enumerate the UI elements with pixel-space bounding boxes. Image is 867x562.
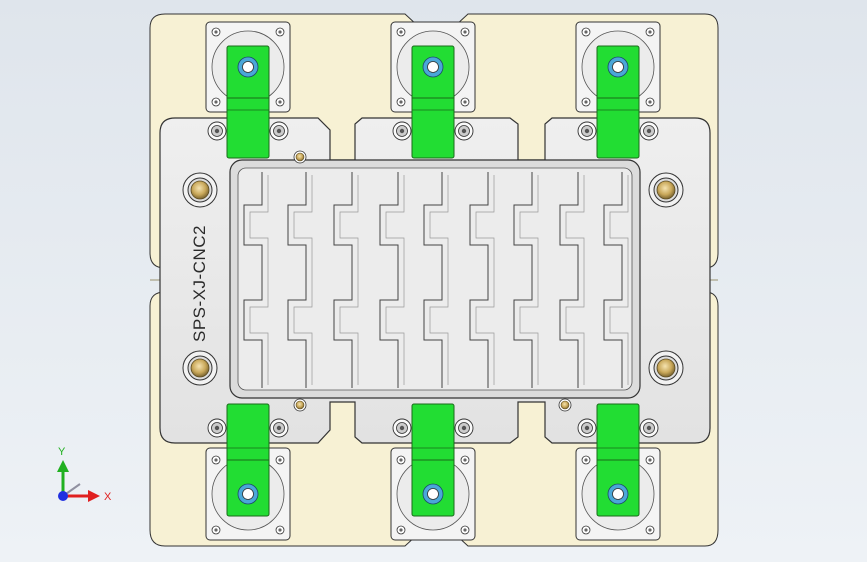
screw-socket [214, 128, 220, 134]
dowel-pin [295, 152, 305, 162]
screw-socket [276, 128, 282, 134]
clamp-arm [226, 45, 270, 159]
comb-profile-inner [429, 175, 449, 385]
clamp-bolt [427, 61, 439, 73]
comb-profile [333, 172, 353, 388]
comb-profile [513, 172, 533, 388]
mount-hole-core [399, 528, 403, 532]
screw-socket [584, 425, 590, 431]
clamp-bolt [242, 61, 254, 73]
part-engraving: SPS-XJ-CNC2 [190, 225, 209, 342]
mount-hole-core [214, 458, 218, 462]
clamp-bolt [427, 488, 439, 500]
comb-profile [243, 172, 263, 388]
clamp-bolt [612, 61, 624, 73]
dowel-pin [295, 400, 305, 410]
mount-hole-core [648, 458, 652, 462]
locating-pin-icon [190, 180, 210, 200]
mount-hole-core [584, 458, 588, 462]
comb-profiles [243, 172, 629, 388]
mount-hole-core [278, 528, 282, 532]
comb-profile-inner [475, 175, 495, 385]
mount-hole-core [584, 528, 588, 532]
comb-profile [379, 172, 399, 388]
locating-pin-icon [190, 358, 210, 378]
swing-clamp-icon [390, 403, 476, 541]
screw-socket [214, 425, 220, 431]
mount-hole-core [278, 458, 282, 462]
part-cavity [229, 159, 641, 399]
mount-hole-core [463, 528, 467, 532]
comb-profile-inner [519, 175, 539, 385]
y-axis-label: Y [58, 446, 66, 458]
swing-clamp-icon [575, 21, 661, 159]
mount-hole-core [399, 458, 403, 462]
comb-profile [287, 172, 307, 388]
comb-profile-inner [249, 175, 269, 385]
clamp-arm [596, 45, 640, 159]
clamp-arm [411, 45, 455, 159]
locating-pin-icon [656, 180, 676, 200]
swing-clamp-icon [205, 21, 291, 159]
screw-socket [461, 128, 467, 134]
comb-profile [559, 172, 579, 388]
mount-hole-core [463, 458, 467, 462]
locating-pin-icon [656, 358, 676, 378]
screw-socket [276, 425, 282, 431]
swing-clamps [205, 21, 661, 541]
mount-hole-core [214, 30, 218, 34]
axis-triad: Y X [57, 446, 112, 503]
mount-hole-core [214, 528, 218, 532]
comb-profile-inner [565, 175, 585, 385]
dowel-pins [293, 150, 572, 412]
screw-socket [646, 425, 652, 431]
comb-profile-inner [293, 175, 313, 385]
screw-socket [399, 128, 405, 134]
mount-hole-core [278, 100, 282, 104]
x-axis-label: X [104, 491, 112, 503]
mount-hole-core [399, 100, 403, 104]
mount-hole-core [648, 528, 652, 532]
comb-profile [469, 172, 489, 388]
swing-clamp-icon [575, 403, 661, 541]
clamp-bolt [612, 488, 624, 500]
mount-hole-core [648, 30, 652, 34]
mount-hole-core [584, 30, 588, 34]
comb-profile-inner [609, 175, 629, 385]
mount-hole-core [584, 100, 588, 104]
swing-clamp-icon [390, 21, 476, 159]
mount-hole-core [278, 30, 282, 34]
mount-hole-core [214, 100, 218, 104]
mount-hole-core [648, 100, 652, 104]
mount-hole-core [463, 30, 467, 34]
screw-socket [399, 425, 405, 431]
mount-hole-core [399, 30, 403, 34]
comb-profile [423, 172, 443, 388]
comb-profile [603, 172, 623, 388]
swing-clamp-icon [205, 403, 291, 541]
dowel-pin [560, 400, 570, 410]
mount-hole-core [463, 100, 467, 104]
screw-socket [584, 128, 590, 134]
clamp-bolt [242, 488, 254, 500]
comb-profile-inner [339, 175, 359, 385]
comb-profile-inner [385, 175, 405, 385]
locating-pins [182, 172, 684, 386]
screw-socket [461, 425, 467, 431]
screw-socket [646, 128, 652, 134]
